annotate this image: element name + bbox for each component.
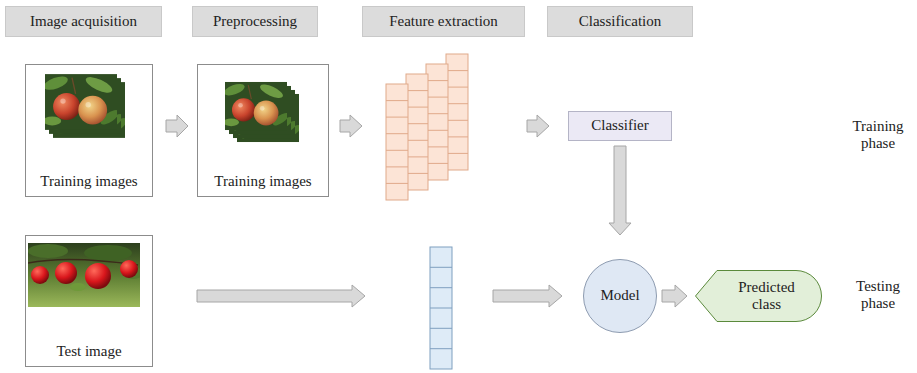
block-arrow-connector — [609, 146, 631, 235]
block-arrow-connector — [166, 115, 188, 137]
node-text: Test image — [56, 343, 121, 360]
node-text: Image acquisition — [30, 13, 137, 30]
node-text: Training images — [214, 173, 311, 190]
pentagon-path — [696, 271, 822, 322]
block-arrow — [527, 115, 549, 137]
node-text: Predicted class — [731, 279, 803, 314]
predicted-class-shape: Predicted class — [695, 270, 822, 322]
stage-header: Image acquisition — [5, 6, 162, 37]
model-circle: Model — [583, 259, 657, 333]
block-arrow — [197, 285, 365, 307]
stage-header: Classification — [547, 6, 693, 37]
node-text: Training images — [40, 173, 137, 190]
image-box: Training images — [197, 64, 329, 197]
block-arrow — [493, 285, 562, 307]
stage-header: Preprocessing — [192, 6, 318, 37]
node-text: Feature extraction — [389, 13, 498, 30]
phase-label: Testing phase — [846, 278, 910, 313]
block-arrow — [340, 115, 362, 137]
feature-vector — [430, 247, 452, 369]
preprocessed-image-stack — [223, 82, 303, 142]
node-text: Classification — [579, 13, 662, 30]
node-text: Preprocessing — [213, 13, 297, 30]
image-box: Test image — [25, 235, 153, 367]
node-text: Model — [600, 287, 639, 304]
test-image-picture — [28, 243, 143, 307]
training-image-stack — [42, 74, 129, 138]
feature-matrix-stack — [386, 54, 468, 200]
block-arrow-connector — [662, 285, 687, 307]
phase-label: Training phase — [846, 118, 910, 153]
stage-header: Feature extraction — [362, 6, 525, 37]
node-text: Classifier — [591, 117, 649, 134]
image-box: Training images — [25, 64, 153, 197]
classifier-box: Classifier — [568, 111, 672, 141]
